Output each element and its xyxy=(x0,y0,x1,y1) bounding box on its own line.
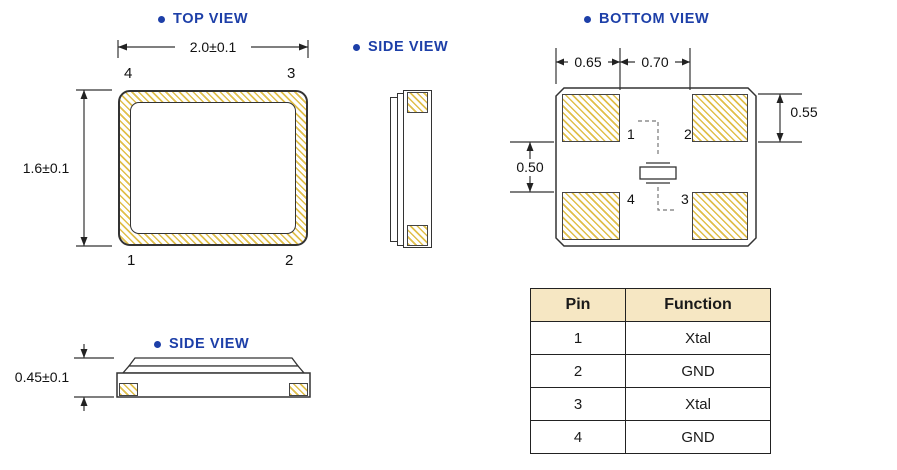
right-side-view-label-text: SIDE VIEW xyxy=(368,39,449,55)
dim-pad-width: 0.65 xyxy=(568,54,608,71)
bottom-view-pad-top-left xyxy=(562,94,620,142)
front-side-view-label: SIDE VIEW xyxy=(154,336,249,352)
dim-pad-pitch: 0.70 xyxy=(635,54,675,71)
bullet-icon xyxy=(584,15,591,23)
bottom-view-pin-3: 3 xyxy=(681,191,689,207)
table-cell-function: GND xyxy=(625,354,771,388)
right-side-view-pad-top xyxy=(407,92,428,113)
right-side-view-body xyxy=(403,90,432,248)
table-cell-pin: 3 xyxy=(530,387,626,421)
dim-thickness: 0.45±0.1 xyxy=(4,369,80,386)
table-row: 4 GND xyxy=(530,420,771,454)
bottom-view-pad-bottom-right xyxy=(692,192,748,240)
bullet-icon xyxy=(158,15,165,23)
table-row: 1 Xtal xyxy=(530,321,771,355)
top-view-dimension-arrows xyxy=(80,43,308,246)
front-side-view-pad-right xyxy=(289,383,308,396)
bottom-view-pin-1: 1 xyxy=(627,126,635,142)
table-cell-function: Xtal xyxy=(625,387,771,421)
front-side-view-base xyxy=(116,372,311,398)
top-view-pin-1: 1 xyxy=(127,252,136,269)
bottom-view-dimension-arrows xyxy=(526,58,784,192)
internal-connection-dashed-lines xyxy=(638,120,677,211)
bottom-view-pad-bottom-left xyxy=(562,192,620,240)
front-side-view-dimension-lines xyxy=(74,344,114,411)
table-cell-pin: 2 xyxy=(530,354,626,388)
top-view-pin-2: 2 xyxy=(285,252,294,269)
right-side-view-label: SIDE VIEW xyxy=(353,39,448,55)
dim-pad-height: 0.55 xyxy=(785,104,823,121)
top-view-dimension-lines xyxy=(76,40,309,247)
table-cell-pin: 1 xyxy=(530,321,626,355)
right-side-view-pad-bottom xyxy=(407,225,428,246)
table-row: 2 GND xyxy=(530,354,771,388)
table-cell-pin: 4 xyxy=(530,420,626,454)
bullet-icon xyxy=(353,43,360,51)
bottom-view-pin-4: 4 xyxy=(627,191,635,207)
table-header-row: Pin Function xyxy=(530,288,771,322)
front-side-view-pad-left xyxy=(119,383,138,396)
dim-pad-gap: 0.50 xyxy=(509,159,551,176)
pin-function-table: Pin Function 1 Xtal 2 GND 3 Xtal 4 GND xyxy=(530,288,771,454)
front-side-view-dimension-arrows xyxy=(80,349,88,406)
dim-package-height: 1.6±0.1 xyxy=(12,160,80,177)
bottom-view-pad-top-right xyxy=(692,94,748,142)
bottom-view-label: BOTTOM VIEW xyxy=(584,11,709,27)
top-view-pin-3: 3 xyxy=(287,65,296,82)
table-row: 3 Xtal xyxy=(530,387,771,421)
bottom-view-label-text: BOTTOM VIEW xyxy=(599,11,710,27)
top-view-pin-4: 4 xyxy=(124,65,133,82)
top-view-label-text: TOP VIEW xyxy=(173,11,249,27)
bottom-view-pin-2: 2 xyxy=(684,126,692,142)
dim-package-width: 2.0±0.1 xyxy=(175,39,251,56)
top-view-package-cavity xyxy=(130,102,296,234)
crystal-symbol xyxy=(639,162,677,184)
table-cell-function: GND xyxy=(625,420,771,454)
table-cell-function: Xtal xyxy=(625,321,771,355)
table-header-function: Function xyxy=(625,288,771,322)
front-side-view-label-text: SIDE VIEW xyxy=(169,336,250,352)
table-header-pin: Pin xyxy=(530,288,626,322)
bullet-icon xyxy=(154,340,161,348)
top-view-label: TOP VIEW xyxy=(158,11,248,27)
